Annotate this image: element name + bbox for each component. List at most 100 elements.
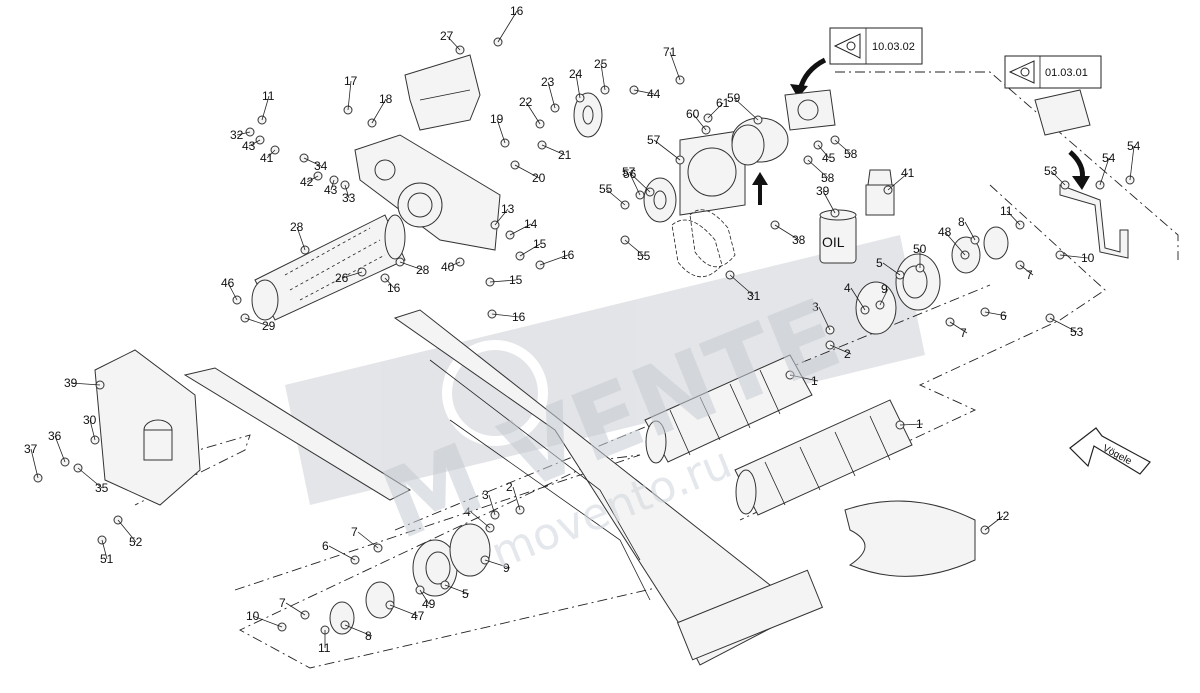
callout-number: 45 — [822, 151, 836, 165]
auger-lower-1 — [734, 399, 913, 516]
leader-line — [261, 95, 270, 121]
leader-line — [692, 113, 707, 131]
auger-frame — [393, 309, 824, 666]
callout-number: 15 — [509, 273, 523, 287]
reference-box-2: 01.03.01 — [1004, 55, 1102, 89]
leader-line — [54, 435, 66, 463]
callout-number: 2 — [844, 347, 851, 361]
leader-line — [964, 221, 976, 241]
callout-number: 16 — [561, 248, 575, 262]
fastener — [515, 251, 525, 261]
callout-number: 7 — [1026, 268, 1033, 282]
leader-line — [77, 467, 103, 489]
leader-line — [1099, 157, 1110, 186]
leader-line — [330, 179, 335, 191]
leader-line — [497, 10, 518, 43]
callout-number: 2 — [506, 480, 513, 494]
callout-number: 58 — [821, 171, 835, 185]
callout-number: 4 — [844, 281, 851, 295]
watermark — [285, 235, 925, 505]
reference-label-2: 01.03.01 — [1045, 67, 1088, 79]
callout-number: 36 — [48, 429, 62, 443]
leader-line — [399, 261, 424, 271]
leader-line — [899, 423, 924, 426]
leader-line — [488, 494, 496, 516]
leader-line — [491, 313, 520, 318]
callout-number: 60 — [686, 107, 700, 121]
leader-line — [669, 51, 681, 81]
leader-line — [1059, 254, 1089, 259]
leader-line — [629, 173, 641, 196]
leader-line — [101, 539, 108, 560]
voegele-direction-arrow: Vögele — [1069, 427, 1151, 475]
callout-number: 6 — [322, 539, 329, 553]
leader-line — [605, 188, 626, 206]
callout-number: 50 — [913, 242, 927, 256]
callout-number: 58 — [844, 147, 858, 161]
leader-line — [834, 139, 852, 155]
callout-number: 40 — [441, 260, 455, 274]
sprocket-24 — [573, 92, 603, 138]
callout-number: 25 — [594, 57, 608, 71]
leader-line — [829, 344, 852, 355]
leader-line — [384, 277, 395, 289]
leader-line — [252, 615, 283, 628]
view-arrow-1 — [797, 57, 827, 91]
callout-number: 31 — [747, 289, 761, 303]
leader-line — [470, 511, 491, 529]
bearing-flange-57-lower — [365, 581, 395, 619]
drive-chain-42 — [671, 209, 736, 278]
leader-line — [236, 131, 251, 136]
leader-line — [628, 171, 651, 193]
conveyor-roller-40 — [251, 214, 406, 321]
leader-line — [484, 559, 511, 569]
callout-number: 14 — [524, 217, 538, 231]
callout-number: 8 — [958, 215, 965, 229]
leader-line — [444, 584, 470, 595]
callout-number: 23 — [541, 75, 555, 89]
leader-line — [575, 73, 581, 99]
leader-line — [285, 602, 306, 616]
leader-line — [519, 243, 541, 257]
callout-number: 30 — [83, 413, 97, 427]
leader-line — [707, 102, 724, 119]
callout-number: 53 — [1044, 164, 1058, 178]
callout-number: 28 — [290, 220, 304, 234]
leader-line — [887, 172, 909, 191]
group-boundary-71 — [739, 184, 1106, 521]
callout-number: 71 — [663, 45, 677, 59]
callout-number: 8 — [365, 629, 372, 643]
callout-number: 16 — [512, 310, 526, 324]
leader-line — [296, 226, 306, 251]
leader-line — [525, 101, 541, 125]
leader-line — [328, 545, 356, 561]
leader-line — [733, 97, 759, 121]
callout-number: 55 — [599, 182, 613, 196]
callout-number: 32 — [230, 128, 244, 142]
leader-line — [344, 624, 373, 637]
callout-number: 3 — [812, 300, 819, 314]
leader-line — [818, 306, 831, 331]
sprocket-31 — [643, 177, 677, 223]
callout-number: 7 — [279, 596, 286, 610]
leader-line — [600, 63, 606, 91]
callout-number: 39 — [816, 184, 830, 198]
callout-number: 11 — [1000, 204, 1013, 218]
callout-number: 9 — [503, 561, 510, 575]
leader-line — [774, 224, 800, 241]
callout-number: 41 — [260, 151, 274, 165]
leader-line — [850, 287, 866, 311]
flange-8-upper — [983, 226, 1009, 260]
leader-line — [882, 262, 901, 276]
leader-line — [879, 288, 889, 306]
oil-can-49: OIL — [819, 209, 857, 264]
callout-number: 37 — [24, 442, 38, 456]
callout-number: 21 — [558, 148, 572, 162]
callout-number: 53 — [1070, 325, 1084, 339]
callout-number: 39 — [64, 376, 78, 390]
leader-line — [494, 208, 509, 226]
conveyor-belt-12 — [844, 500, 976, 577]
leader-line — [30, 448, 39, 479]
leader-line — [344, 184, 350, 199]
leader-line — [539, 254, 569, 266]
